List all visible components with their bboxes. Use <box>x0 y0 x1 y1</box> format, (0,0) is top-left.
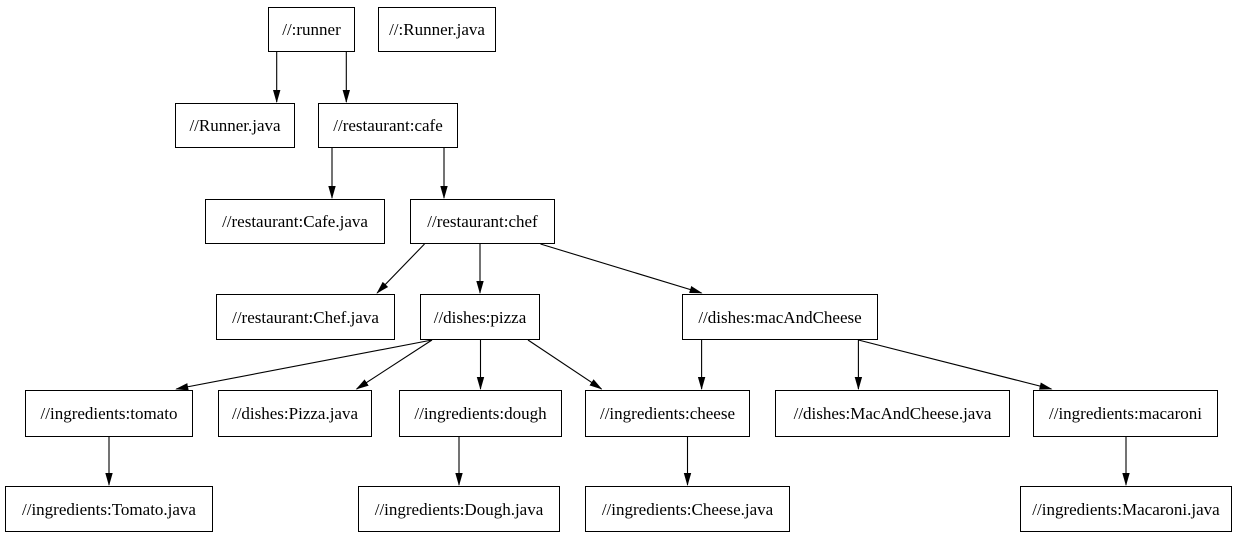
graph-node-mac-and-cheese-java: //dishes:MacAndCheese.java <box>775 390 1010 437</box>
edge-chef-to-chef-java <box>376 243 425 294</box>
node-label: //ingredients:cheese <box>599 404 735 423</box>
node-label: //restaurant:chef <box>427 212 538 231</box>
node-label: //restaurant:Cafe.java <box>222 212 368 231</box>
graph-node-tomato-java: //ingredients:Tomato.java <box>5 486 213 532</box>
graph-node-mac-and-cheese: //dishes:macAndCheese <box>682 294 878 340</box>
node-label: //ingredients:Cheese.java <box>601 499 774 519</box>
node-label: //ingredients:Tomato.java <box>22 499 196 519</box>
node-label: //dishes:macAndCheese <box>698 307 862 327</box>
graph-node-tomato: //ingredients:tomato <box>25 390 193 437</box>
node-label: //dishes:Pizza.java <box>231 404 359 423</box>
edge-pizza-to-pizza-java <box>355 339 433 390</box>
node-label: //ingredients:Dough.java <box>374 499 544 519</box>
node-label: //ingredients:macaroni <box>1049 404 1202 423</box>
graph-node-macaroni-java: //ingredients:Macaroni.java <box>1020 486 1232 532</box>
graph-node-dough-java: //ingredients:Dough.java <box>358 486 560 532</box>
graph-node-cafe-java: //restaurant:Cafe.java <box>205 199 385 244</box>
edge-mac-and-cheese-to-macaroni <box>858 339 1053 390</box>
node-label: //dishes:pizza <box>433 307 527 327</box>
edge-chef-to-mac-and-cheese <box>540 243 703 294</box>
graph-node-cheese-java: //ingredients:Cheese.java <box>585 486 790 532</box>
graph-node-runner-java: //Runner.java <box>175 103 295 148</box>
node-label: //:Runner.java <box>389 20 485 39</box>
graph-node-runner: //:runner <box>268 7 355 52</box>
graph-node-dough: //ingredients:dough <box>399 390 562 437</box>
node-label: //Runner.java <box>189 116 281 135</box>
node-label: //ingredients:Macaroni.java <box>1032 499 1220 519</box>
node-label: //ingredients:tomato <box>40 404 178 423</box>
node-label: //dishes:MacAndCheese.java <box>793 404 992 423</box>
node-label: //:runner <box>282 20 341 39</box>
edge-pizza-to-tomato <box>175 339 433 391</box>
node-label: //restaurant:Chef.java <box>232 307 379 327</box>
graph-node-pizza-java: //dishes:Pizza.java <box>218 390 372 437</box>
edge-pizza-to-cheese <box>527 339 603 390</box>
node-label: //ingredients:dough <box>414 404 547 423</box>
graph-node-chef-java: //restaurant:Chef.java <box>216 294 395 340</box>
graph-node-cheese: //ingredients:cheese <box>585 390 750 437</box>
node-label: //restaurant:cafe <box>333 116 443 135</box>
graph-node-root-runner-java: //:Runner.java <box>378 7 496 52</box>
graph-node-cafe: //restaurant:cafe <box>318 103 458 148</box>
graph-node-pizza: //dishes:pizza <box>420 294 540 340</box>
graph-node-chef: //restaurant:chef <box>410 199 555 244</box>
graph-node-macaroni: //ingredients:macaroni <box>1033 390 1218 437</box>
